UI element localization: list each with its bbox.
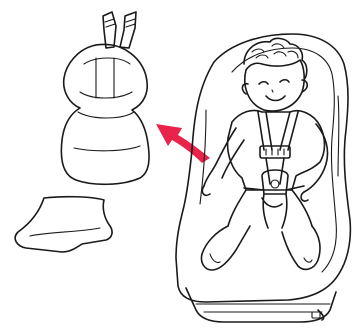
seated-child xyxy=(201,38,327,270)
cushion-strap-right xyxy=(120,12,136,48)
seat-cushion xyxy=(15,197,112,252)
upper-body-cushion xyxy=(61,12,149,184)
direction-arrow xyxy=(156,124,210,163)
cushion-strap-left xyxy=(103,12,116,48)
child-car-seat xyxy=(176,34,350,322)
seat-base xyxy=(186,288,336,322)
